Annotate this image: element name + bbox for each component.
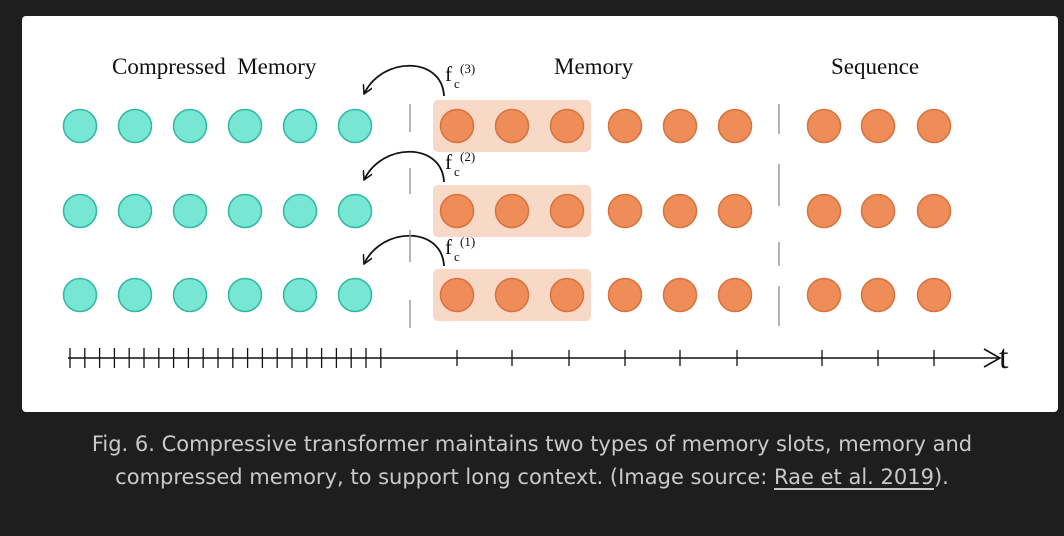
compressed-memory-slot <box>337 108 373 144</box>
figure-panel: Compressed Memory Memory Sequence f c (3… <box>22 16 1058 412</box>
compressed-memory-slot <box>227 277 263 313</box>
compressed-memory-slot <box>227 193 263 229</box>
sequence-label: Sequence <box>831 54 919 79</box>
fn-sub: c <box>454 249 460 264</box>
memory-slot <box>439 277 475 313</box>
fn-base: f <box>445 62 452 86</box>
sequence-slot <box>916 108 952 144</box>
compressive-transformer-diagram: Compressed Memory Memory Sequence f c (3… <box>62 54 1009 376</box>
memory-slot <box>494 193 530 229</box>
compressed-memory-slot <box>117 193 153 229</box>
sequence-slot <box>806 193 842 229</box>
compressed-memory-slot <box>172 108 208 144</box>
memory-label: Memory <box>554 54 634 79</box>
fn-base: f <box>445 150 452 174</box>
compressed-memory-slot <box>117 108 153 144</box>
fn-sup: (3) <box>460 61 475 76</box>
compressed-memory-slot <box>62 193 98 229</box>
memory-slot <box>607 277 643 313</box>
fn-sup: (1) <box>460 234 475 249</box>
memory-slot <box>662 108 698 144</box>
compressed-memory-slot <box>117 277 153 313</box>
sequence-slot <box>806 277 842 313</box>
memory-slot <box>717 277 753 313</box>
compressed-memory-slot <box>227 108 263 144</box>
compressed-memory-slot <box>282 277 318 313</box>
memory-slot <box>607 108 643 144</box>
sequence-slot <box>806 108 842 144</box>
fn-sub: c <box>454 164 460 179</box>
time-axis: t <box>68 339 1009 376</box>
memory-slot <box>549 108 585 144</box>
compressed-memory-slot <box>62 277 98 313</box>
axis-t-label: t <box>999 339 1009 376</box>
memory-slot <box>607 193 643 229</box>
compressed-memory-slot <box>172 193 208 229</box>
compression-arrow-icon <box>364 64 445 97</box>
compressed-memory-slot <box>337 193 373 229</box>
compression-function-1: f c (1) <box>445 234 475 264</box>
memory-slot <box>717 193 753 229</box>
compressed-memory-slot <box>172 277 208 313</box>
memory-slot <box>494 108 530 144</box>
fn-sub: c <box>454 76 460 91</box>
compression-arrow-icon <box>364 150 445 183</box>
axis-arrow-icon <box>983 348 1002 368</box>
memory-slot <box>439 108 475 144</box>
sequence-slot <box>860 193 896 229</box>
figure-caption: Fig. 6. Compressive transformer maintain… <box>60 428 1004 494</box>
caption-text-end: ). <box>933 465 949 489</box>
fn-base: f <box>445 235 452 259</box>
sequence-slot <box>916 193 952 229</box>
memory-slot <box>662 193 698 229</box>
compression-function-3: f c (3) <box>445 61 475 91</box>
fn-sup: (2) <box>460 149 475 164</box>
memory-slot <box>494 277 530 313</box>
memory-slot <box>717 108 753 144</box>
memory-slot <box>662 277 698 313</box>
sequence-slot <box>916 277 952 313</box>
compression-arrow-icon <box>364 234 445 267</box>
compressed-memory-slot <box>282 193 318 229</box>
compressed-memory-slot <box>337 277 373 313</box>
compressed-memory-slot <box>282 108 318 144</box>
compression-function-2: f c (2) <box>445 149 475 179</box>
compressed-memory-slot <box>62 108 98 144</box>
memory-slot <box>549 193 585 229</box>
sequence-slot <box>860 108 896 144</box>
memory-slot <box>439 193 475 229</box>
source-link[interactable]: Rae et al. 2019 <box>774 465 934 489</box>
memory-slot <box>549 277 585 313</box>
compressed-memory-label: Compressed Memory <box>112 54 317 79</box>
caption-text: Fig. 6. Compressive transformer maintain… <box>91 432 973 489</box>
sequence-slot <box>860 277 896 313</box>
